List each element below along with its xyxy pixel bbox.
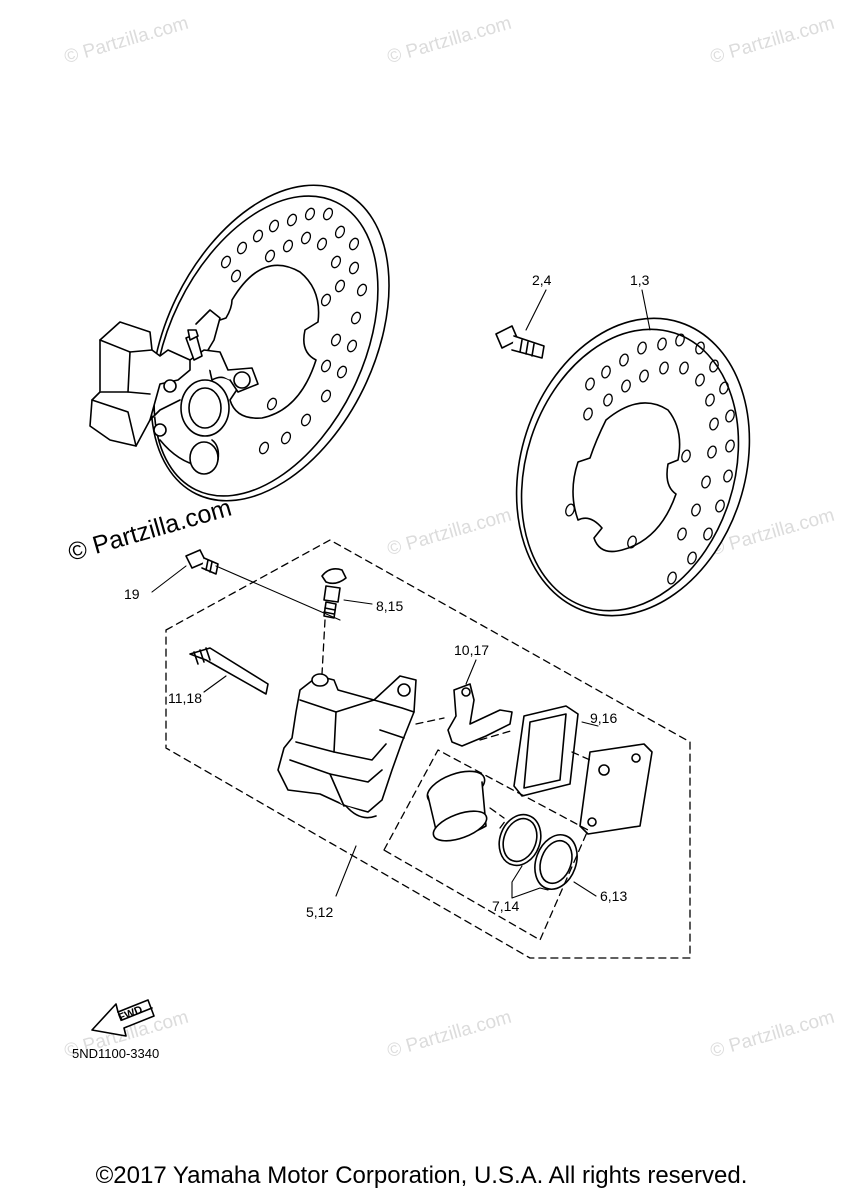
pad-support [447,683,513,747]
piston-seal [498,813,542,867]
assembled-brake-caliper [89,309,259,475]
callout-9-16: 9,16 [590,710,618,726]
fwd-arrow-icon [91,999,155,1037]
callout-11-18: 11,18 [168,690,202,706]
diagram-code: 5ND1100-3340 [72,1046,160,1061]
dust-seal [534,834,578,890]
brake-pad-inner [513,705,579,797]
brake-pad-outer [579,743,653,835]
brake-disc-part [515,317,751,617]
callout-5-12: 5,12 [306,904,334,920]
caliper-piston [426,770,488,842]
callout-10-17: 10,17 [454,642,490,658]
bleed-valve [321,568,347,619]
assembly-outline [165,539,691,959]
assembled-brake-disc [150,184,390,502]
callout-7-14: 7,14 [492,898,520,914]
copyright-notice: ©2017 Yamaha Motor Corporation, U.S.A. A… [95,1162,748,1189]
callout-8-15: 8,15 [376,598,404,614]
callout-19: 19 [124,586,140,602]
bolt-19 [185,549,219,575]
leader-lines [151,289,651,899]
caliper-bolt [189,647,269,695]
callout-1-3: 1,3 [630,272,650,288]
disc-bolt [495,325,545,359]
callout-6-13: 6,13 [600,888,628,904]
caliper-body [277,673,417,819]
callout-2-4: 2,4 [532,272,552,288]
